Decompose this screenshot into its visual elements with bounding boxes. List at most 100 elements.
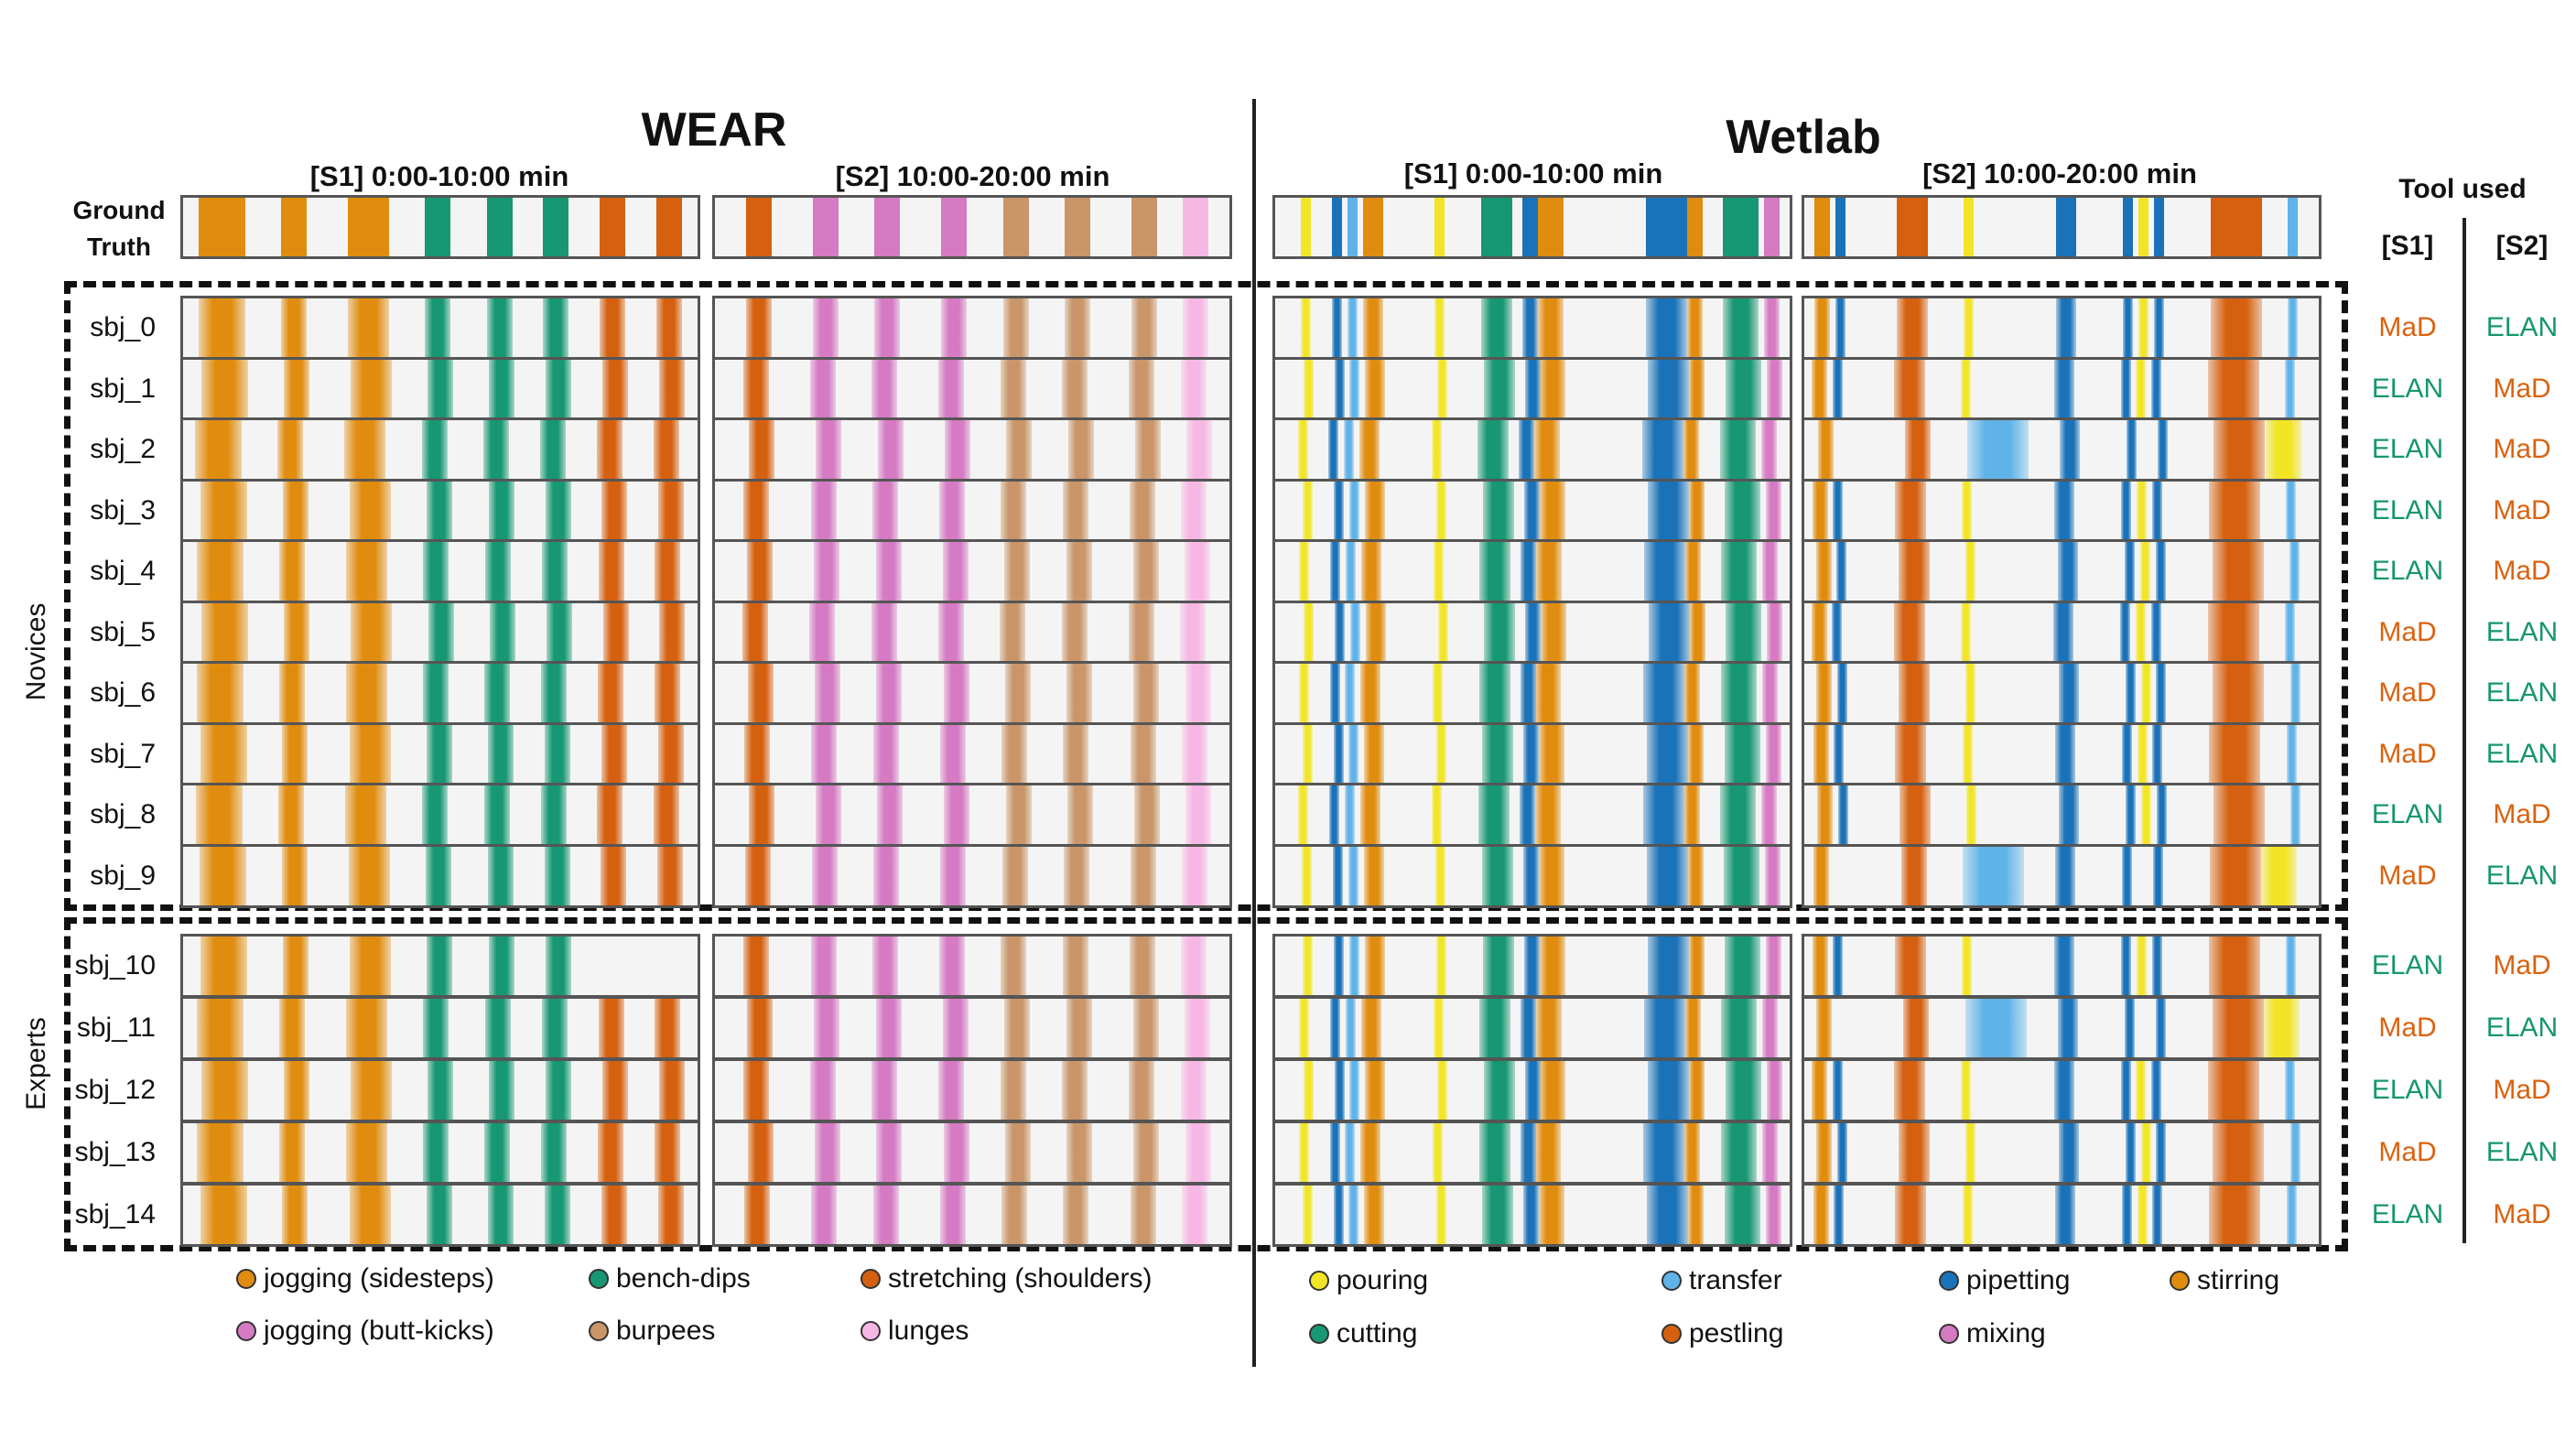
- track-sbj_11-wear-s2: [712, 996, 1232, 1060]
- activity-segment-stretch: [655, 1123, 680, 1182]
- activity-segment-burpee: [1130, 482, 1155, 540]
- activity-segment-pipette: [2125, 542, 2135, 601]
- activity-segment-cut: [1479, 1123, 1510, 1182]
- activity-segment-transfer: [1348, 198, 1358, 256]
- activity-segment-pipette: [1335, 603, 1345, 662]
- activity-segment-lunge: [1186, 420, 1212, 479]
- activity-segment-butt: [810, 1061, 836, 1120]
- activity-segment-burpee: [1129, 1061, 1154, 1120]
- legend-label: bench-dips: [616, 1263, 751, 1294]
- activity-segment-pour: [1965, 664, 1975, 722]
- activity-segment-burpee: [1005, 664, 1031, 722]
- wetlab-legend-item: pipetting: [1939, 1265, 2070, 1296]
- activity-segment-bench: [489, 937, 514, 995]
- activity-segment-cut: [1482, 1186, 1513, 1244]
- activity-segment-pipette: [1523, 1186, 1539, 1244]
- activity-segment-stretch: [745, 847, 771, 905]
- activity-segment-cut: [1484, 360, 1515, 418]
- activity-segment-burpee: [1063, 482, 1088, 540]
- track-sbj_12-wear-s1: [180, 1058, 700, 1122]
- activity-segment-cut: [1720, 420, 1756, 479]
- activity-segment-stir: [1688, 847, 1704, 905]
- activity-segment-burpee: [1133, 1123, 1159, 1182]
- activity-segment-pipette: [2151, 603, 2161, 662]
- activity-segment-jog_side: [346, 999, 387, 1057]
- track-sbj_0-wetlab-s2: [1802, 296, 2322, 360]
- activity-segment-transfer: [1348, 725, 1358, 784]
- legend-swatch-icon: [236, 1321, 256, 1341]
- activity-segment-lunge: [1182, 725, 1207, 784]
- activity-segment-pipette: [1335, 360, 1345, 418]
- track-sbj_2-wetlab-s2: [1802, 417, 2322, 482]
- activity-segment-pipette: [1644, 999, 1685, 1057]
- legend-swatch-icon: [1661, 1271, 1682, 1291]
- activity-segment-mix: [1761, 785, 1777, 844]
- activity-segment-bench: [487, 198, 513, 256]
- track-sbj_10-wetlab-s2: [1802, 934, 2322, 998]
- track-sbj_13-wear-s2: [712, 1121, 1232, 1185]
- activity-segment-stir: [1813, 847, 1829, 905]
- legend-swatch-icon: [236, 1269, 256, 1289]
- activity-segment-bench: [423, 999, 449, 1057]
- activity-segment-pipette: [1520, 785, 1535, 844]
- activity-segment-jog_side: [200, 1186, 247, 1244]
- activity-segment-bench: [484, 664, 510, 722]
- activity-segment-stir: [1818, 420, 1834, 479]
- activity-segment-butt: [876, 1123, 902, 1182]
- activity-segment-pour: [2266, 420, 2301, 479]
- activity-segment-pipette: [2127, 420, 2137, 479]
- activity-segment-cut: [1725, 725, 1760, 784]
- activity-segment-butt: [939, 937, 965, 995]
- tool-s2-sbj-10: MaD: [2493, 950, 2551, 980]
- tool-s2-sbj-9: ELAN: [2485, 861, 2559, 891]
- legend-label: mixing: [1966, 1318, 2046, 1348]
- activity-segment-burpee: [1001, 1061, 1026, 1120]
- activity-segment-pour: [1303, 482, 1313, 540]
- activity-segment-butt: [815, 664, 840, 722]
- activity-segment-burpee: [1066, 542, 1092, 601]
- activity-segment-stretch: [746, 298, 772, 357]
- track-sbj_4-wear-s2: [712, 539, 1232, 603]
- activity-segment-bench: [541, 785, 567, 844]
- activity-segment-pour: [2138, 298, 2148, 357]
- tool-s2-sbj-5: ELAN: [2485, 617, 2559, 647]
- activity-segment-pestle: [2210, 847, 2261, 905]
- activity-segment-pipette: [2122, 847, 2132, 905]
- activity-segment-stir: [1816, 1123, 1832, 1182]
- activity-segment-pestle: [2211, 298, 2262, 357]
- activity-segment-bench: [489, 1061, 514, 1120]
- activity-segment-pestle: [2209, 482, 2260, 540]
- activity-segment-jog_side: [200, 847, 246, 905]
- activity-segment-lunge: [1185, 785, 1211, 844]
- activity-segment-stir: [1540, 360, 1565, 418]
- activity-segment-burpee: [1131, 725, 1156, 784]
- track-sbj_13-wetlab-s1: [1272, 1121, 1792, 1185]
- activity-segment-lunge: [1182, 1186, 1207, 1244]
- activity-segment-pipette: [1834, 725, 1844, 784]
- activity-segment-jog_side: [277, 420, 303, 479]
- activity-segment-cut: [1726, 360, 1761, 418]
- activity-segment-stir: [1689, 482, 1705, 540]
- activity-segment-butt: [815, 1123, 840, 1182]
- activity-segment-pipette: [2122, 1186, 2132, 1244]
- legend-swatch-icon: [860, 1269, 881, 1289]
- activity-segment-pipette: [1647, 1186, 1688, 1244]
- activity-segment-stir: [1684, 785, 1700, 844]
- activity-segment-pour: [1963, 1186, 1973, 1244]
- activity-segment-pour: [2141, 1123, 2151, 1182]
- activity-segment-pestle: [2213, 420, 2265, 479]
- activity-segment-stretch: [598, 664, 623, 722]
- activity-segment-bench: [422, 785, 448, 844]
- activity-segment-transfer: [1345, 1123, 1355, 1182]
- activity-segment-jog_side: [200, 725, 247, 784]
- wetlab-legend-item: cutting: [1309, 1318, 1417, 1349]
- track-sbj_7-wear-s1: [180, 722, 700, 786]
- activity-segment-pour: [1303, 725, 1313, 784]
- activity-segment-stir: [1365, 937, 1385, 995]
- activity-segment-pipette: [2121, 360, 2131, 418]
- activity-segment-butt: [876, 999, 902, 1057]
- activity-segment-stir: [1365, 1061, 1385, 1120]
- track-sbj_14-wear-s2: [712, 1183, 1232, 1247]
- activity-segment-pipette: [1521, 1123, 1536, 1182]
- activity-segment-pipette: [1643, 664, 1684, 722]
